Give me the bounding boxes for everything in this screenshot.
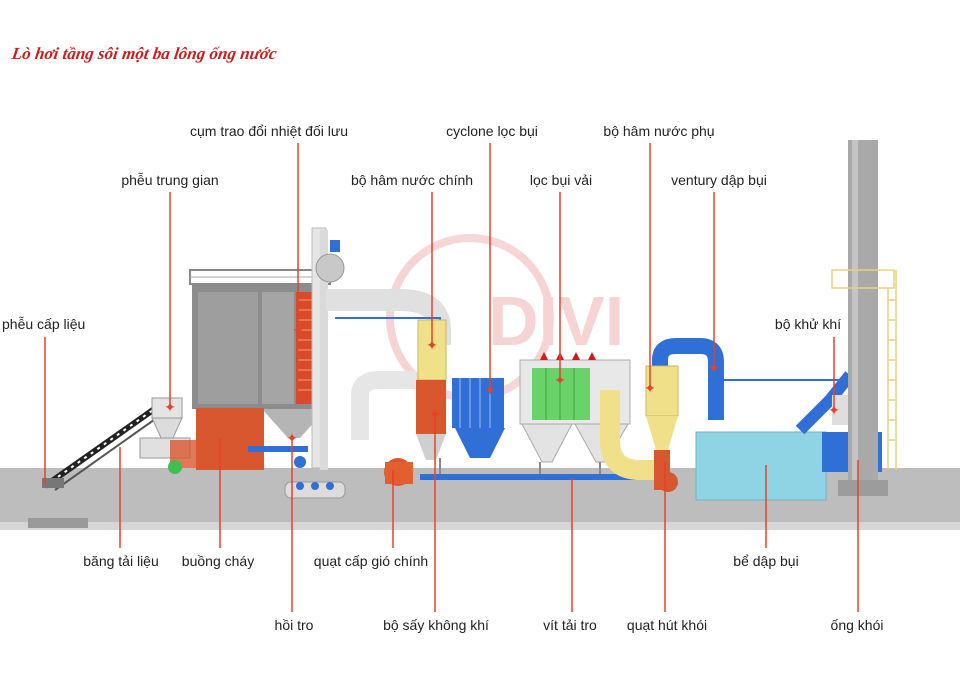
label-pheu-cap-lieu: phễu cấp liệu xyxy=(2,316,86,332)
label-quat-hut: quạt hút khói xyxy=(626,617,708,633)
label-vit-tai: vít tải tro xyxy=(543,617,597,633)
steam-drum xyxy=(284,227,346,499)
label-bang-tai: băng tải liệu xyxy=(83,553,159,569)
chimney xyxy=(831,140,897,496)
settling-tank xyxy=(695,379,860,501)
label-ventury: ventury dập bụi xyxy=(671,172,767,188)
svg-text:✦: ✦ xyxy=(828,403,840,419)
label-ong-khoi: ống khói xyxy=(830,617,884,633)
label-quat-cap-gio: quạt cấp gió chính xyxy=(313,553,429,569)
leader-markers: ✦ ✦ ✦ ✦ ✦ ✦ ✦ ✦ ✦ ✦ xyxy=(164,323,840,447)
label-buong-chay: buồng cháy xyxy=(181,553,255,569)
svg-text:✦: ✦ xyxy=(708,361,720,377)
label-bo-say: bộ sấy không khí xyxy=(383,617,489,633)
label-cum-trao-doi: cụm trao đổi nhiệt đối lưu xyxy=(189,123,349,139)
svg-text:✦: ✦ xyxy=(644,381,656,397)
svg-text:✦: ✦ xyxy=(164,400,176,416)
label-bo-ham-chinh: bộ hâm nước chính xyxy=(350,172,474,188)
label-pheu-trung-gian: phễu trung gian xyxy=(121,172,219,188)
boiler-body xyxy=(168,269,331,474)
watermark-text: DIVI xyxy=(488,282,624,360)
label-be-dap-bui: bể dập bụi xyxy=(733,553,799,569)
label-loc-bui-vai: lọc bụi vải xyxy=(529,172,593,188)
label-bo-khu-khi: bộ khử khí xyxy=(774,316,842,332)
label-hoi-tro: hồi tro xyxy=(274,617,314,633)
leader-lines xyxy=(44,143,859,612)
main-economizer xyxy=(351,319,447,486)
svg-text:✦: ✦ xyxy=(286,431,298,447)
svg-text:✦: ✦ xyxy=(484,383,496,399)
svg-text:✦: ✦ xyxy=(429,407,441,423)
svg-text:✦: ✦ xyxy=(554,373,566,389)
venturi-scrubber xyxy=(645,338,724,492)
ash-screw-conveyor xyxy=(420,458,635,480)
air-heater xyxy=(452,378,505,458)
label-cyclone: cyclone lọc bụi xyxy=(446,123,538,139)
label-bo-ham-phu: bộ hâm nước phụ xyxy=(603,123,715,139)
svg-text:✦: ✦ xyxy=(426,338,438,354)
yellow-duct xyxy=(600,390,660,480)
feed-conveyor xyxy=(42,402,169,491)
svg-text:✦: ✦ xyxy=(292,323,304,339)
